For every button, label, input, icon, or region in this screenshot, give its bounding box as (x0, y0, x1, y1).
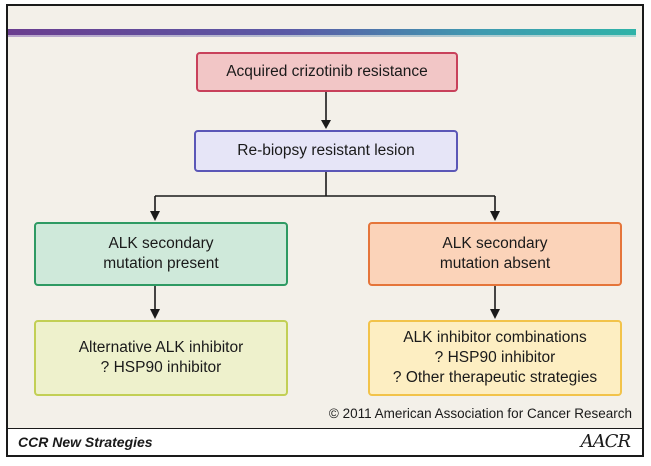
copyright-notice: © 2011 American Association for Cancer R… (328, 406, 632, 421)
node-mutation-present: ALK secondary mutation present (34, 222, 288, 286)
node-acquired-resistance: Acquired crizotinib resistance (196, 52, 458, 92)
node-alternative-inhibitor-label: Alternative ALK inhibitor ? HSP90 inhibi… (78, 339, 244, 376)
arrowhead-alt (150, 309, 160, 319)
node-rebiopsy-label: Re-biopsy resistant lesion (237, 142, 415, 159)
node-mutation-absent-label: ALK secondary mutation absent (439, 235, 551, 272)
node-rebiopsy: Re-biopsy resistant lesion (194, 130, 458, 172)
arrowhead-absent (490, 211, 500, 221)
arrowhead-combo (490, 309, 500, 319)
header-stripe-highlight (8, 35, 636, 37)
node-inhibitor-combinations: ALK inhibitor combinations ? HSP90 inhib… (368, 320, 622, 396)
header-stripe (8, 29, 636, 35)
footer-bar: CCR New Strategies AACR (8, 429, 642, 455)
arrowhead-rebiopsy (321, 120, 331, 129)
aacr-logo: AACR (580, 431, 631, 452)
footer-divider (8, 428, 642, 429)
arrowhead-present (150, 211, 160, 221)
node-mutation-absent: ALK secondary mutation absent (368, 222, 622, 286)
node-mutation-present-label: ALK secondary mutation present (103, 235, 219, 272)
node-alternative-inhibitor: Alternative ALK inhibitor ? HSP90 inhibi… (34, 320, 288, 396)
node-inhibitor-combinations-label: ALK inhibitor combinations ? HSP90 inhib… (392, 329, 598, 386)
footer-journal-label: CCR New Strategies (18, 434, 153, 450)
node-acquired-resistance-label: Acquired crizotinib resistance (226, 63, 428, 80)
